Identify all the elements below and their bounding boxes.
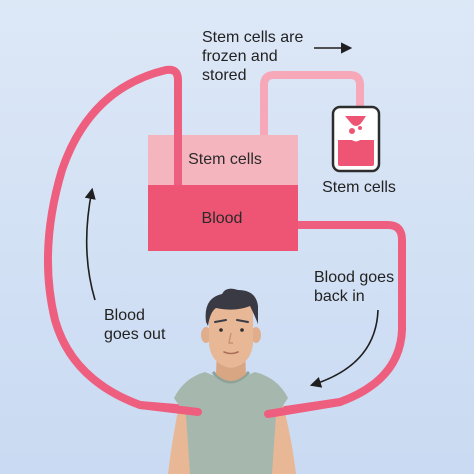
blood-out-tube	[43, 65, 204, 414]
apheresis-machine: Stem cells Blood	[148, 135, 298, 251]
patient-left-ear	[201, 327, 211, 343]
bag-drip	[345, 116, 366, 126]
frozen-note-line-2: frozen and	[202, 48, 278, 65]
bag-droplet	[349, 128, 355, 134]
frozen-note-line-3: stored	[202, 67, 246, 84]
blood-in-note-line-2: back in	[314, 288, 365, 305]
patient-right-eye	[240, 328, 244, 332]
patient-hair	[205, 288, 258, 326]
patient-mouth	[223, 351, 239, 355]
blood-out-note-line-2: goes out	[104, 326, 166, 343]
blood-in-tube	[268, 221, 406, 416]
frozen-note-line-1: Stem cells are	[202, 29, 303, 46]
patient-right-ear	[251, 327, 261, 343]
bag-droplet-small	[358, 126, 362, 130]
machine-blood-section	[148, 185, 298, 251]
blood-in-arrow	[309, 309, 379, 388]
blood-in-tube-arm-end	[264, 398, 344, 418]
blood-in-note-line-1: Blood goes	[314, 269, 394, 286]
patient-figure	[168, 288, 296, 474]
patient-left-eye	[219, 328, 223, 332]
bag-label: Stem cells	[322, 179, 396, 196]
frozen-note: Stem cells are frozen and stored	[202, 29, 308, 84]
blood-out-note-line-1: Blood	[104, 307, 145, 324]
blood-in-note: Blood goes back in	[314, 269, 399, 305]
patient-nose	[228, 332, 233, 344]
patient-collar	[211, 370, 251, 384]
machine-stem-cells-section	[148, 135, 298, 185]
stem-cell-tube	[260, 71, 364, 139]
patient-shirt	[174, 372, 288, 474]
patient-left-eyebrow	[214, 319, 227, 323]
blood-out-arrow	[84, 187, 96, 301]
stem-cell-bag	[331, 105, 381, 173]
blood-out-note: Blood goes out	[104, 307, 166, 343]
bag-fill	[338, 140, 374, 166]
patient-right-eyebrow	[236, 319, 249, 323]
machine-blood-label: Blood	[202, 210, 243, 227]
blood-out-tube-arm-end	[136, 401, 202, 416]
machine-stem-cells-label: Stem cells	[188, 151, 262, 168]
